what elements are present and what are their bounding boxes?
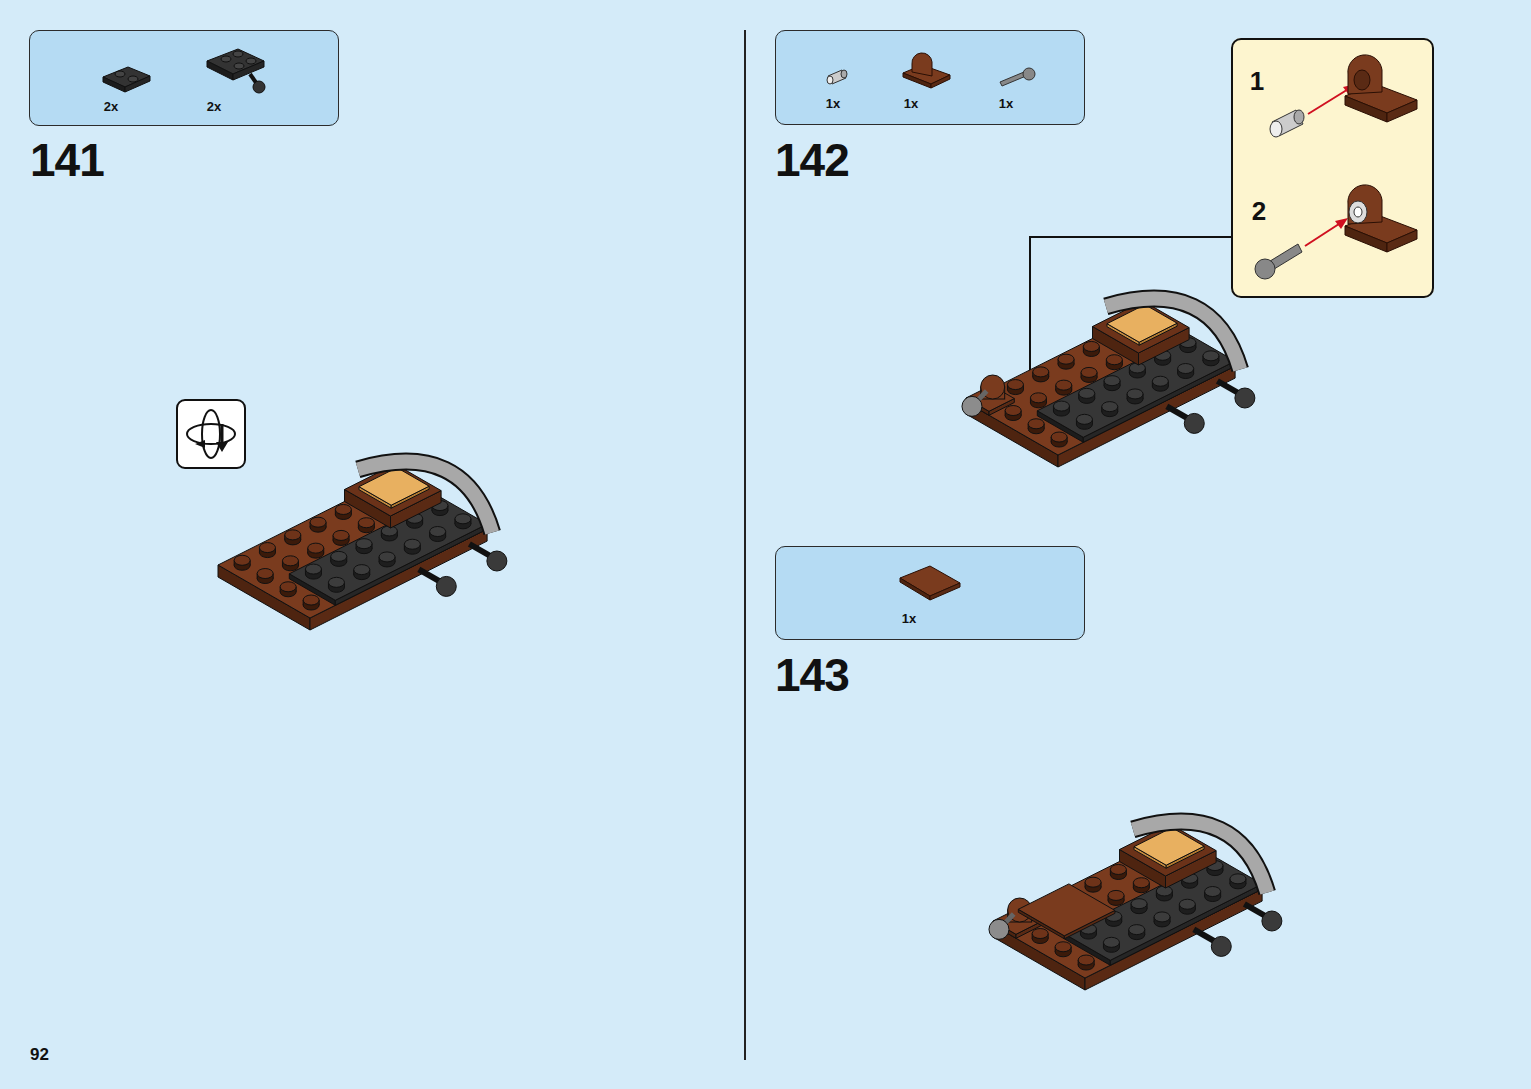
rotate-symbol [177, 400, 245, 468]
quantity: 1x [904, 97, 918, 110]
quantity: 1x [902, 612, 916, 625]
bracket-part [903, 53, 950, 88]
callout-step-2 [1255, 185, 1417, 279]
model-illustrations [218, 299, 1282, 990]
model [218, 462, 507, 630]
tile-part [900, 566, 960, 600]
parts-box-fill [775, 30, 1085, 125]
page-number: 92 [30, 1046, 49, 1063]
model [962, 299, 1255, 467]
model [989, 822, 1282, 990]
quantity: 2x [207, 100, 221, 113]
substep-number: 1 [1250, 68, 1264, 94]
ball-pin-part [1000, 68, 1035, 86]
step-number: 141 [30, 137, 104, 183]
plate-with-ball-part [207, 49, 265, 93]
callout-fill [1231, 38, 1434, 298]
substep-number: 2 [1252, 198, 1266, 224]
step-number: 143 [775, 652, 849, 698]
quantity: 1x [999, 97, 1013, 110]
parts-box: 2x 2x [29, 30, 339, 126]
pin-part [827, 70, 847, 84]
plate-part [103, 67, 150, 92]
quantity: 2x [104, 100, 118, 113]
parts-box: 1x [775, 546, 1085, 640]
parts-box-fill [775, 546, 1085, 640]
parts-box: 1x 1x 1x [775, 30, 1085, 125]
step-number: 142 [775, 137, 849, 183]
callout-step-1 [1270, 55, 1417, 137]
callout-box: 12 [1231, 38, 1434, 298]
page-divider [744, 30, 746, 1060]
parts-box-fill [29, 30, 339, 126]
quantity: 1x [826, 97, 840, 110]
